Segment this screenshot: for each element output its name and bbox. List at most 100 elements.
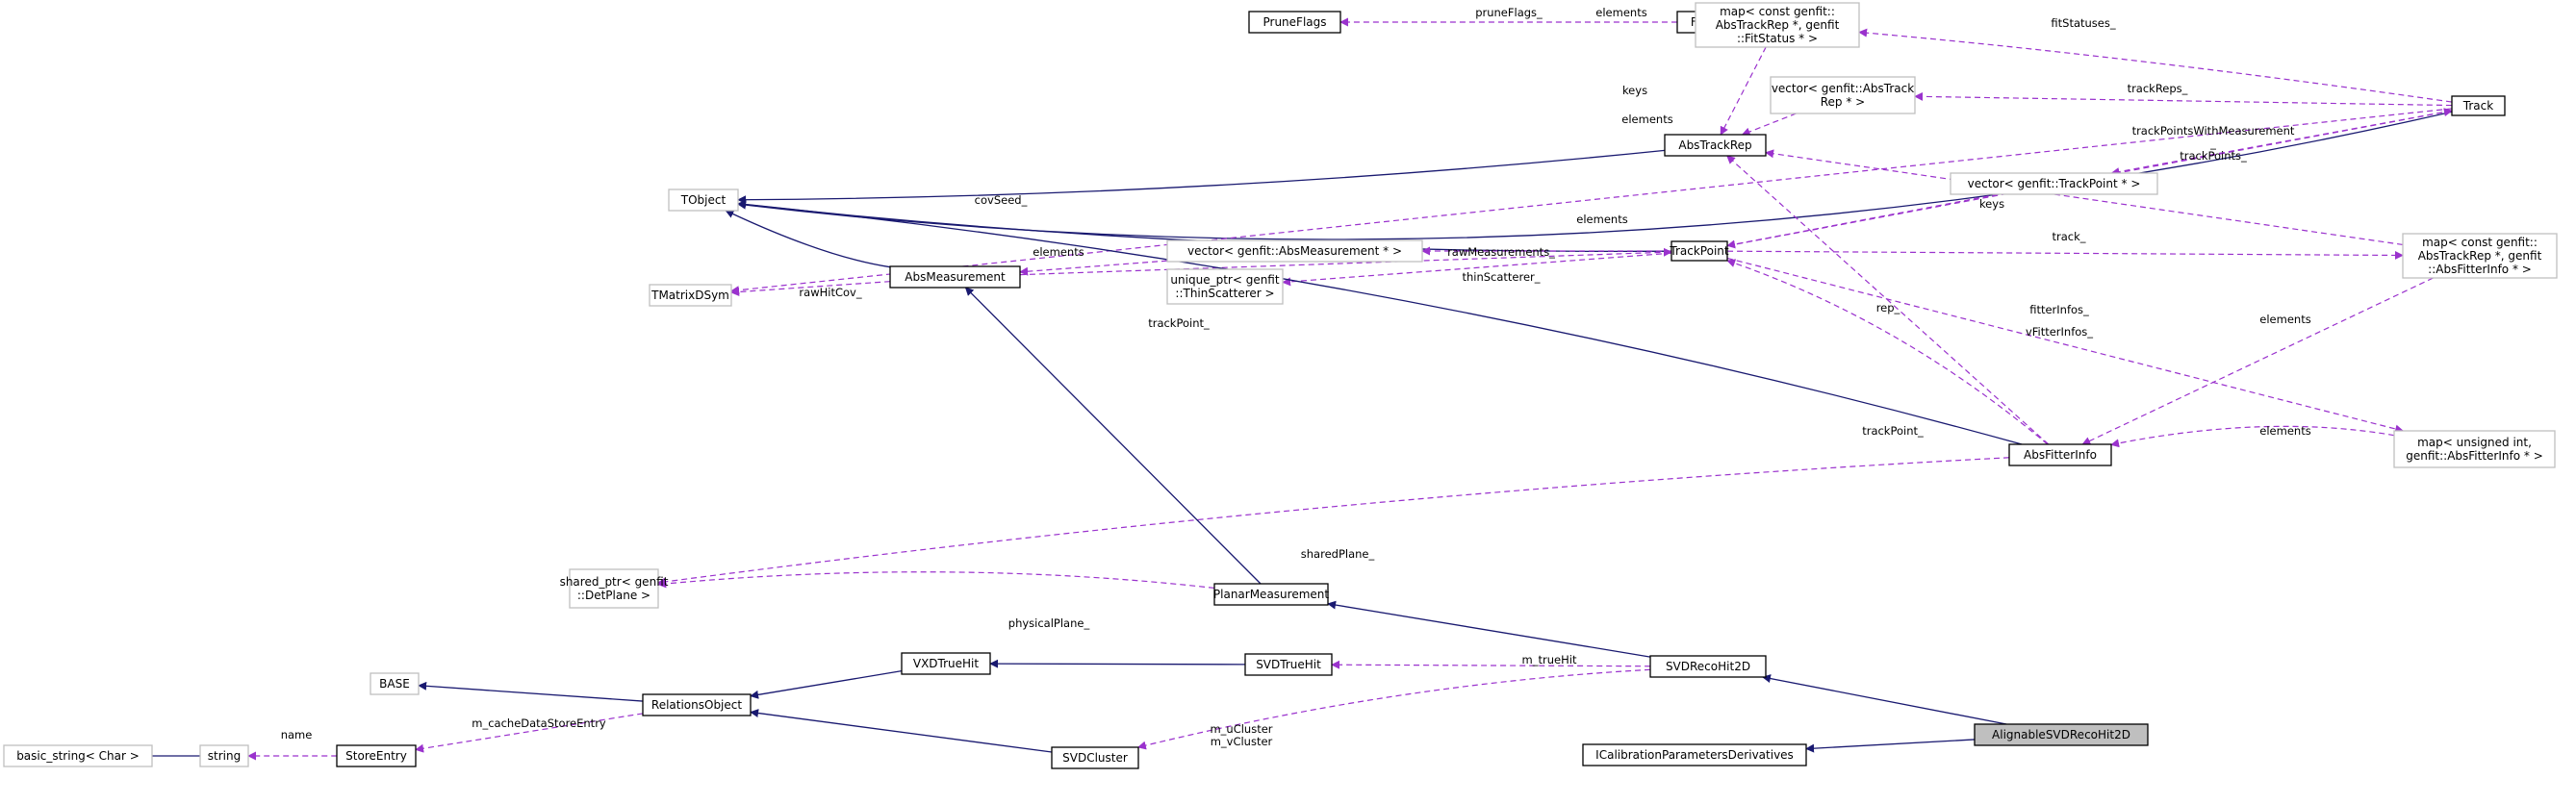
node-box (1051, 746, 1139, 769)
node-label: AbsTrackRep *, genfit (2418, 249, 2542, 263)
node-label: SVDCluster (1062, 751, 1128, 765)
node-box (1974, 723, 2149, 746)
class-node-uniquethin[interactable]: unique_ptr< genfit::ThinScatterer > (1166, 268, 1284, 305)
node-box (1582, 743, 1807, 766)
edge-label: elements (1621, 113, 1672, 126)
edge-absmeasurement-to-tobject (725, 210, 891, 268)
node-box (1166, 239, 1423, 263)
class-node-track[interactable]: Track (2451, 95, 2506, 116)
class-node-storeentry[interactable]: StoreEntry (336, 744, 417, 767)
edge-label: rawHitCov_ (799, 286, 861, 299)
edge-svdcluster-to-relationsobject (750, 709, 1053, 753)
node-box (2008, 443, 2112, 466)
edge-label: elements (2259, 424, 2310, 438)
class-node-tobject[interactable]: TObject (668, 188, 739, 212)
class-node-mapfitterinfo[interactable]: map< const genfit::AbsTrackRep *, genfit… (2402, 233, 2558, 279)
edge-label: elements (1576, 213, 1627, 226)
node-label: vector< genfit::AbsMeasurement * > (1187, 244, 1402, 258)
edge-label: rep_ (1876, 301, 1900, 314)
edge-mapfitterinfo-to-absfitterinfo (2081, 277, 2434, 445)
class-node-trackpoint[interactable]: TrackPoint (1669, 240, 1729, 262)
class-node-svdcluster[interactable]: SVDCluster (1051, 746, 1139, 769)
node-label: string (208, 749, 241, 763)
node-label: TMatrixDSym (650, 289, 729, 302)
node-label: AlignableSVDRecoHit2D (1992, 728, 2130, 741)
class-node-vxdtruehit[interactable]: VXDTrueHit (901, 652, 991, 675)
node-label: PlanarMeasurement (1213, 588, 1329, 601)
node-box (569, 568, 659, 609)
node-label: VXDTrueHit (913, 657, 980, 670)
class-node-mapfitstatus[interactable]: map< const genfit::AbsTrackRep *, genfit… (1695, 2, 1860, 48)
edge-absfitterinfo-to-trackpoint (1726, 259, 2049, 445)
node-box (649, 284, 732, 307)
edge-relationsobject-to-storeentry (415, 713, 644, 753)
edge-absmeasurement-to-trackpoint (1019, 247, 1672, 276)
node-label: ::ThinScatterer > (1175, 287, 1274, 300)
edge-label: keys (1979, 197, 2004, 211)
node-label: vector< genfit::TrackPoint * > (1968, 177, 2141, 190)
edge-label: sharedPlane_ (1301, 547, 1375, 561)
node-label: Rep * > (1821, 95, 1865, 109)
edge-abstrackrep-to-tobject (737, 149, 1666, 205)
class-node-mapuint[interactable]: map< unsigned int,genfit::AbsFitterInfo … (2393, 430, 2556, 468)
edge-label: track_ (2052, 230, 2085, 243)
node-label: AbsTrackRep *, genfit (1716, 18, 1840, 32)
class-node-absfitterinfo[interactable]: AbsFitterInfo (2008, 443, 2112, 466)
edge-label: _ (2209, 137, 2216, 150)
class-node-vectrackpoint[interactable]: vector< genfit::TrackPoint * > (1950, 172, 2158, 195)
class-node-abstrackrep[interactable]: AbsTrackRep (1664, 134, 1767, 157)
class-node-sharedplane[interactable]: shared_ptr< genfit::DetPlane > (560, 568, 669, 609)
node-label: PruneFlags (1262, 15, 1326, 29)
edge-label: m_cacheDataStoreEntry (472, 716, 606, 730)
edge-svdrecohit2d-to-svdtruehit (1331, 660, 1651, 669)
edge-label: trackPoints_ (2180, 149, 2247, 163)
edge-mapfitterinfo-to-abstrackrep (1765, 149, 2404, 246)
node-label: TrackPoint (1669, 244, 1728, 258)
class-node-string[interactable]: string (199, 744, 249, 767)
edge-trackpoint-to-uniquethin (1282, 252, 1672, 287)
edge-relationsobject-to-base (418, 681, 644, 702)
class-node-vectrackrep[interactable]: vector< genfit::AbsTrackRep * > (1770, 76, 1916, 114)
class-node-alignable[interactable]: AlignableSVDRecoHit2D (1974, 723, 2149, 746)
edge-planarmeasurement-to-sharedplane (657, 571, 1215, 590)
edge-mapuint-to-absfitterinfo (2110, 425, 2395, 448)
edge-svdrecohit2d-to-svdcluster (1136, 668, 1651, 750)
edge-label: m_trueHit (1522, 653, 1577, 666)
class-node-absmeasurement[interactable]: AbsMeasurement (889, 265, 1021, 289)
edge-absfitterinfo-to-tobject (737, 200, 2023, 445)
node-label: basic_string< Char > (16, 749, 140, 763)
edge-absfitterinfo-to-sharedplane (657, 457, 2010, 587)
node-label: TObject (680, 193, 727, 207)
class-node-pruneflags[interactable]: PruneFlags (1248, 11, 1341, 34)
edge-label: trackPointsWithMeasurement (2132, 124, 2295, 138)
node-label: SVDRecoHit2D (1666, 660, 1750, 673)
node-label: ::FitStatus * > (1737, 32, 1818, 45)
node-box (901, 652, 991, 675)
node-box (370, 672, 420, 695)
node-box (1166, 268, 1284, 305)
node-box (668, 188, 739, 212)
class-node-base[interactable]: BASE (370, 672, 420, 695)
class-node-basicstring[interactable]: basic_string< Char > (3, 744, 153, 767)
edge-track-to-mapfitstatus (1858, 28, 2453, 103)
node-label: map< const genfit:: (2422, 236, 2538, 249)
edge-planarmeasurement-to-absmeasurement (964, 287, 1262, 585)
edge-mapfitstatus-to-abstrackrep (1720, 46, 1767, 136)
edges-layer (143, 17, 2453, 761)
class-node-svdrecohit2d[interactable]: SVDRecoHit2D (1649, 655, 1767, 678)
node-box (1213, 583, 1329, 606)
class-node-planarmeasurement[interactable]: PlanarMeasurement (1213, 583, 1329, 606)
node-box (1248, 11, 1341, 34)
node-label: map< const genfit:: (1720, 5, 1835, 18)
class-node-vecabsmeas[interactable]: vector< genfit::AbsMeasurement * > (1166, 239, 1423, 263)
class-node-icalib[interactable]: ICalibrationParametersDerivatives (1582, 743, 1807, 766)
node-label: genfit::AbsFitterInfo * > (2406, 449, 2543, 463)
edge-labels-layer: pruneFlags_elementsfitStatuses_keyseleme… (281, 6, 2311, 748)
class-node-tmatrixdsym[interactable]: TMatrixDSym (649, 284, 732, 307)
class-node-svdtruehit[interactable]: SVDTrueHit (1244, 653, 1333, 676)
edge-label: elements (1033, 245, 1084, 259)
node-label: AbsFitterInfo (2024, 448, 2097, 462)
edge-trackpoint-to-mapfitterinfo (1726, 250, 2404, 260)
node-label: shared_ptr< genfit (560, 575, 669, 589)
class-node-relationsobject[interactable]: RelationsObject (642, 693, 752, 716)
